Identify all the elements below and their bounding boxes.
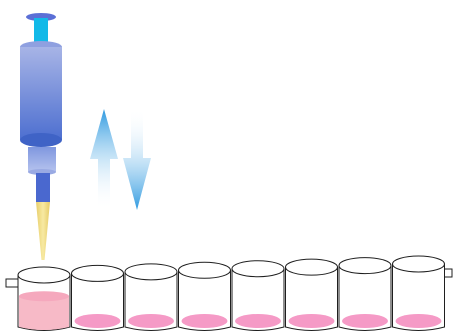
well-7 [338,257,392,331]
pcr-strip [17,255,445,331]
pipette-shaft [36,173,50,202]
pipette-collar [28,147,56,172]
well-liquid [288,314,335,328]
well-rim [392,255,445,273]
well-rim [338,257,392,275]
well-liquid [74,314,121,328]
well-liquid [342,314,388,328]
well-6 [285,258,338,331]
well-body [338,265,392,331]
plunger-rod [34,18,48,46]
pipette-barrel [20,47,62,140]
up-arrow-icon [90,109,118,210]
strip-tab-left [5,278,19,288]
well-5 [231,260,285,331]
pipette-tip [36,202,50,260]
pipette-icon [20,13,62,260]
well-2 [71,264,124,331]
well-body [392,264,445,331]
well-rim [178,261,231,279]
well-rim [231,260,285,278]
well-rim [17,266,71,284]
well-liquid [19,296,69,330]
well-body [285,267,338,331]
down-arrow-icon [123,108,151,210]
plunger-cap [26,13,56,21]
well-body [231,268,285,331]
well-liquid [181,314,228,328]
well-1 [17,266,71,331]
well-8 [392,255,445,331]
barrel-bottom [20,133,62,147]
well-rim [71,264,124,282]
well-3 [124,263,178,331]
well-rim [285,258,338,276]
well-liquid [395,314,442,328]
well-4 [178,261,231,331]
aspirate-dispense-arrows [90,108,151,210]
well-rim [124,263,178,281]
well-liquid [128,314,174,328]
well-liquid-surface [19,291,69,302]
well-liquid [235,314,281,328]
